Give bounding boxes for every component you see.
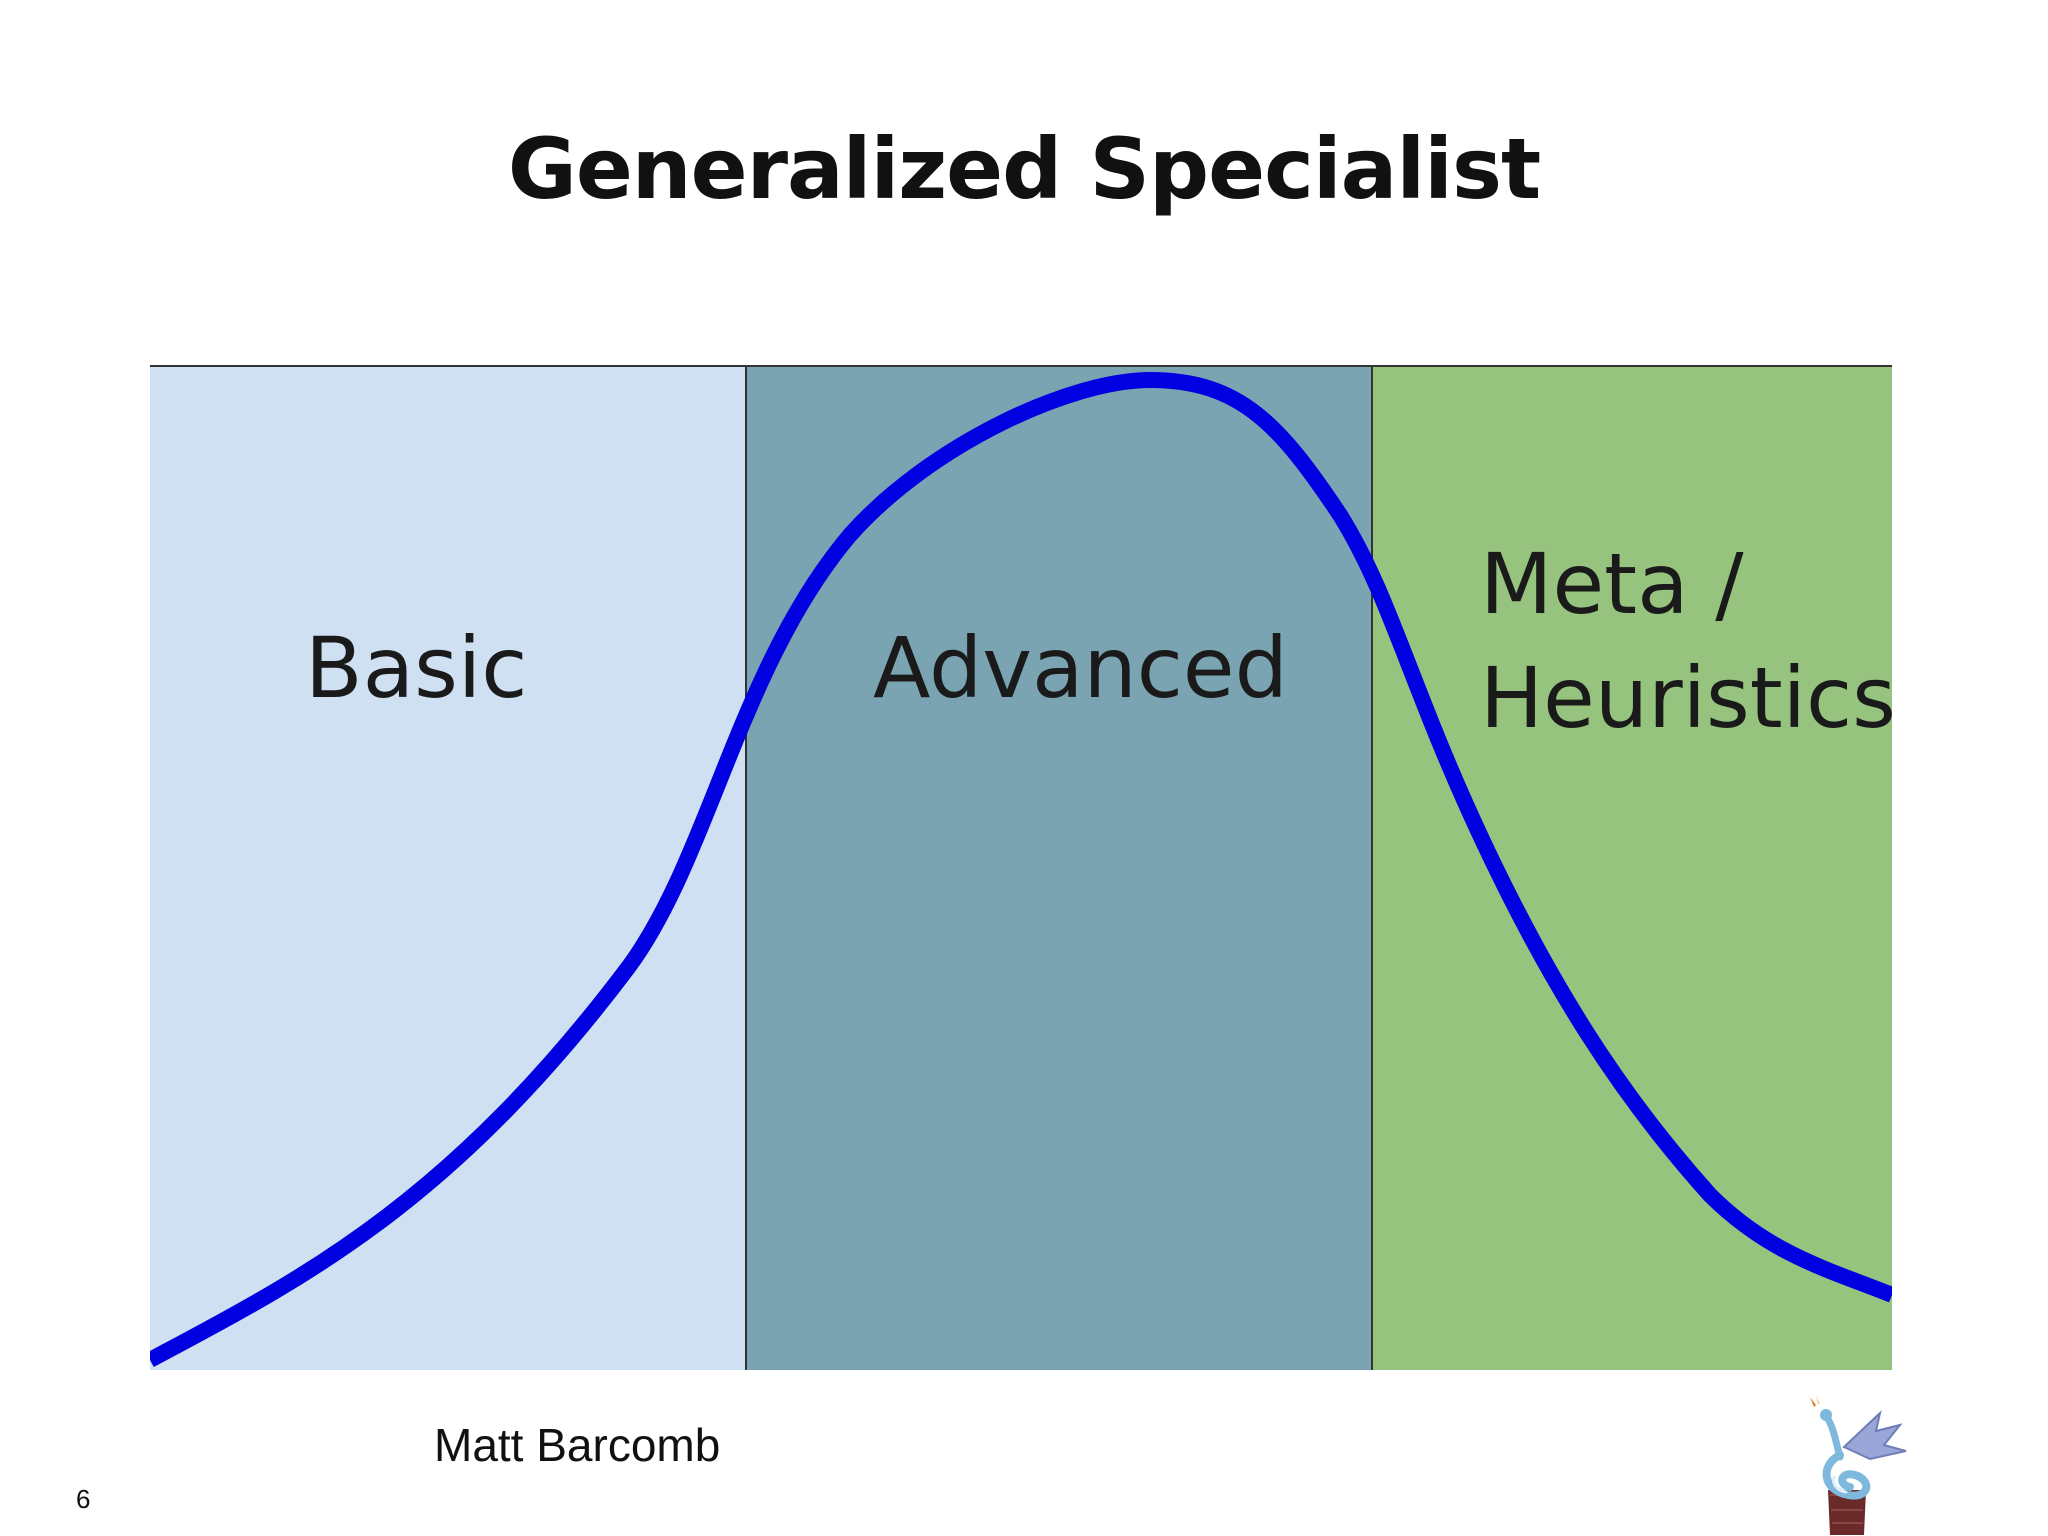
author-name: Matt Barcomb [434, 1419, 721, 1471]
zone-label-meta-line2: Heuristics [1480, 649, 1892, 747]
slide-title: Generalized Specialist [507, 120, 1541, 218]
zone-label-advanced: Advanced [873, 619, 1288, 717]
skill-curve [150, 372, 1892, 1368]
zone-label-basic: Basic [305, 619, 527, 717]
zone-basic [150, 365, 746, 1370]
zone-label-meta-line1: Meta / [1480, 535, 1744, 633]
zone-meta-heuristics [1372, 365, 1892, 1370]
zone-advanced [746, 365, 1372, 1370]
dragon-on-tower-icon [1800, 1395, 1920, 1535]
page-number: 6 [76, 1484, 91, 1514]
skill-curve-diagram: Basic Advanced Meta / Heuristics [150, 365, 1892, 1370]
